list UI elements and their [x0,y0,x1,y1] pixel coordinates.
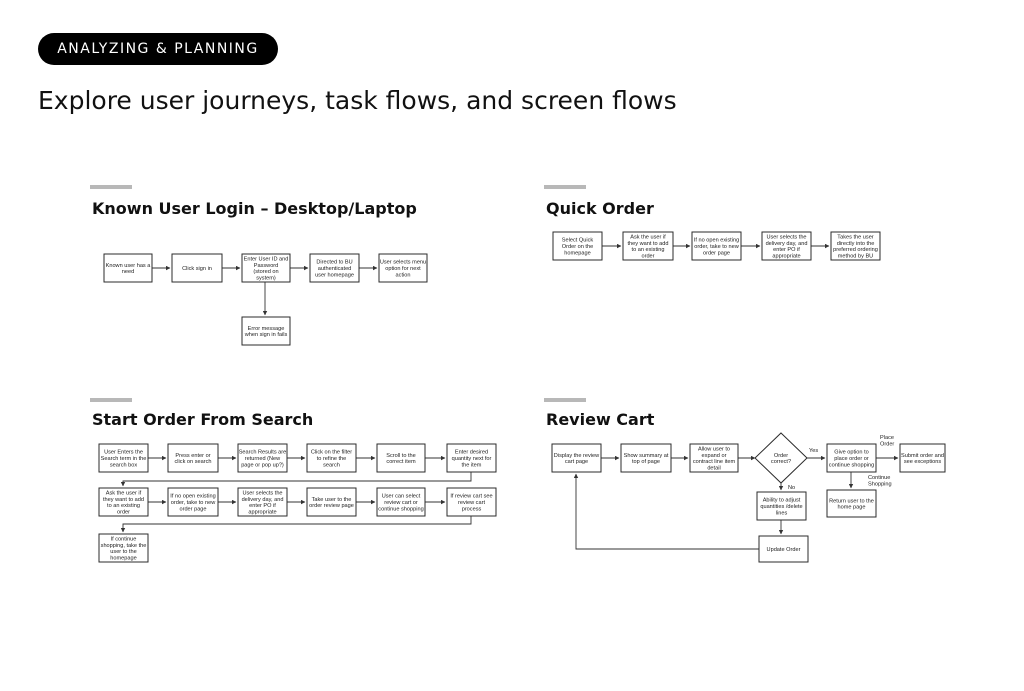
svg-text:Update Order: Update Order [767,547,801,553]
login-title-bar [90,185,132,189]
yes-label: Yes [809,448,818,454]
quick-title-bar [544,185,586,189]
review-title-bar [544,398,586,402]
no-label: No [788,485,795,491]
svg-text:Click sign in: Click sign in [182,266,212,272]
quick-order-title: Quick Order [546,199,654,218]
flow-node: Click sign in [171,253,223,283]
search-order-title: Start Order From Search [92,410,313,429]
section-tag: ANALYZING & PLANNING [38,33,278,65]
page-title: Explore user journeys, task flows, and s… [38,86,677,115]
review-cart-title: Review Cart [546,410,655,429]
login-title: Known User Login – Desktop/Laptop [92,199,417,218]
login-flow: Known User Login – Desktop/Laptop Known … [90,185,428,346]
flow-node: Update Order [758,535,809,563]
search-title-bar [90,398,132,402]
